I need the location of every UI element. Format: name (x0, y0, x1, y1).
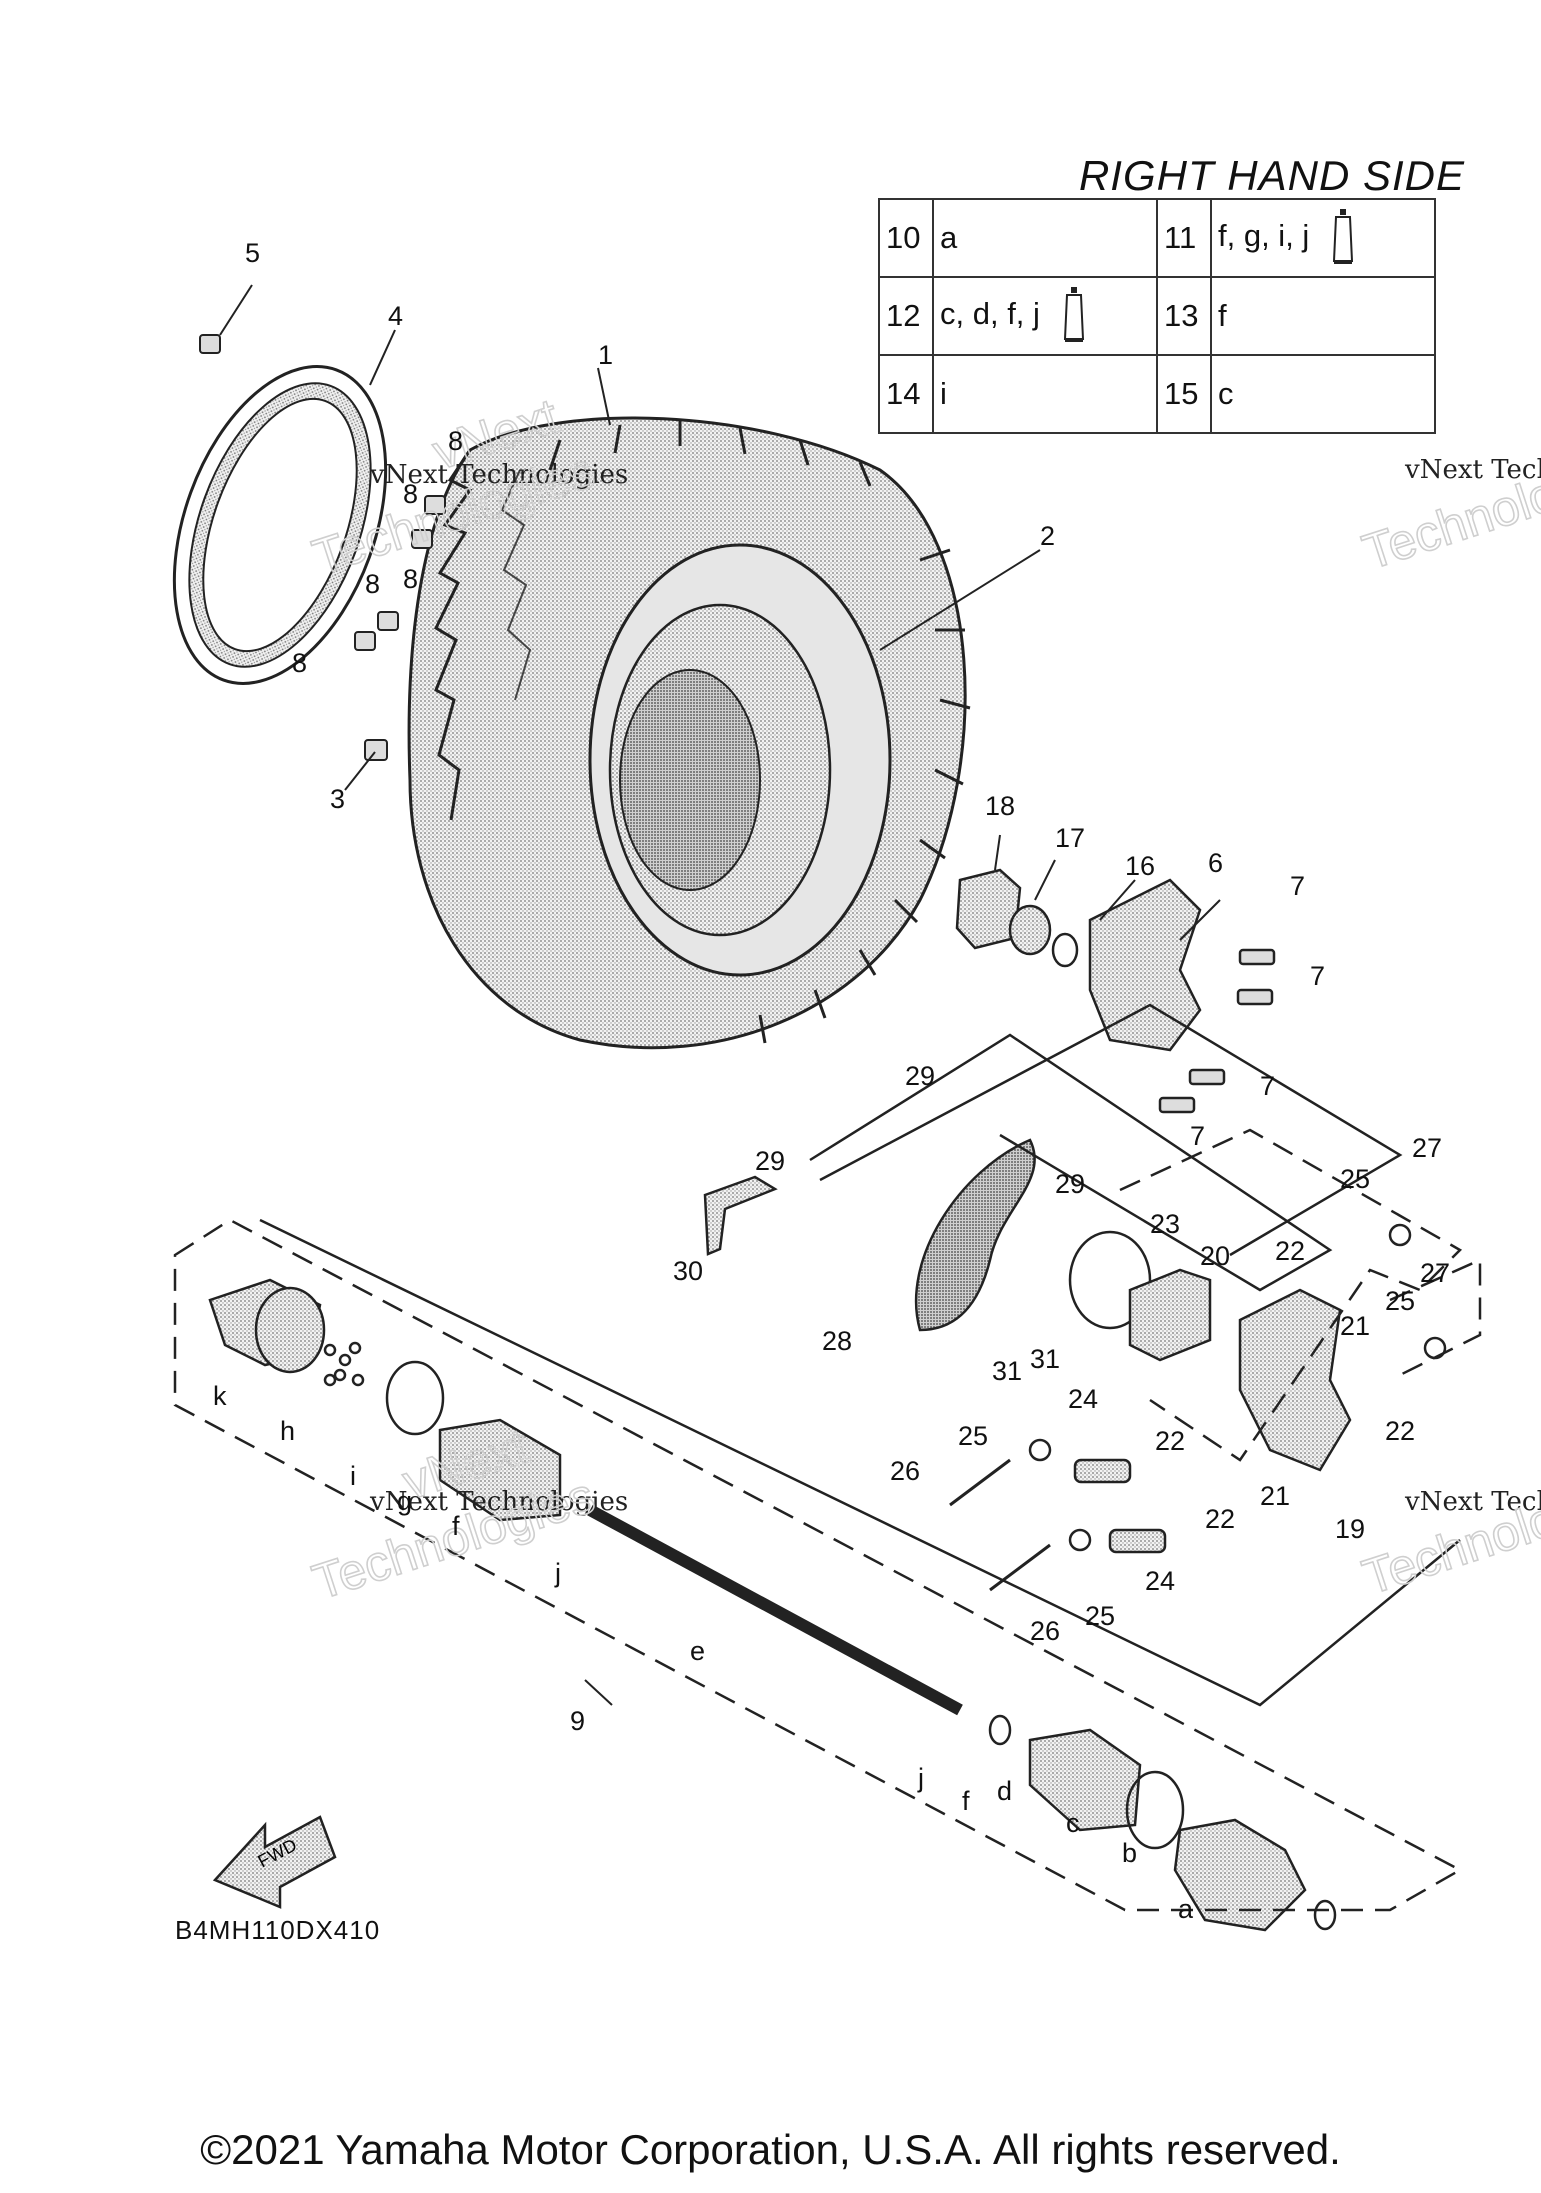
callout: i (350, 1461, 356, 1491)
callout: 27 (1412, 1133, 1442, 1163)
callout: 24 (1068, 1384, 1098, 1414)
callout: 7 (1290, 871, 1305, 901)
callout: 26 (890, 1456, 920, 1486)
callout: 29 (1055, 1169, 1085, 1199)
callout: 1 (598, 340, 613, 370)
callout: h (280, 1416, 295, 1446)
legend-row: 12 c, d, f, j 13 f (878, 276, 1436, 356)
callout: 25 (1085, 1601, 1115, 1631)
callout: b (1122, 1838, 1137, 1868)
callout: 24 (1145, 1566, 1175, 1596)
legend-num: 11 (1156, 198, 1212, 278)
grease-tube-icon (1332, 209, 1353, 264)
svg-text:vNext Technologies: vNext Technologies (369, 1487, 628, 1517)
callout: 2 (1040, 521, 1055, 551)
legend-num: 12 (878, 276, 934, 356)
callout: c (1066, 1808, 1080, 1838)
callout: 20 (1200, 1241, 1230, 1271)
callout: 30 (673, 1256, 703, 1286)
callout: 8 (448, 426, 463, 456)
legend-row: 10 a 11 f, g, i, j (878, 198, 1436, 278)
callout: 6 (1208, 848, 1223, 878)
legend-num: 14 (878, 354, 934, 434)
callout: k (213, 1381, 227, 1411)
callout: 21 (1340, 1311, 1370, 1341)
bolts (199, 334, 446, 761)
callout: 22 (1385, 1416, 1415, 1446)
callout: 5 (245, 238, 260, 268)
long-bolts (949, 1458, 1051, 1592)
callout-labels: 1 2 3 4 5 6 7 7 7 7 8 8 8 8 8 9 16 17 18… (213, 238, 1450, 1924)
legend-val: a (932, 198, 1158, 278)
table-title: RIGHT HAND SIDE (1078, 152, 1465, 199)
tire (407, 416, 971, 1050)
legend-num: 15 (1156, 354, 1212, 434)
grease-tube-icon (1063, 287, 1084, 342)
callout: 17 (1055, 823, 1085, 853)
callout: 31 (1030, 1344, 1060, 1374)
callout: 25 (958, 1421, 988, 1451)
callout: 16 (1125, 851, 1155, 881)
callout: j (917, 1763, 924, 1793)
copyright-notice: ©2021 Yamaha Motor Corporation, U.S.A. A… (200, 2126, 1341, 2173)
legend-val: f (1210, 276, 1436, 356)
callout: 25 (1385, 1286, 1415, 1316)
leader-lines (219, 284, 1221, 1706)
brake-disc (914, 1138, 1036, 1332)
callout: 28 (822, 1326, 852, 1356)
callout: 22 (1275, 1236, 1305, 1266)
callout: 3 (330, 784, 345, 814)
callout: 8 (403, 564, 418, 594)
callout: 29 (905, 1061, 935, 1091)
callout: 31 (992, 1356, 1022, 1386)
legend-table: 10 a 11 f, g, i, j 12 c, d, f, j 13 f 14… (878, 198, 1436, 434)
drive-shaft (208, 1278, 1337, 1932)
legend-row: 14 i 15 c (878, 354, 1436, 434)
callout: 8 (292, 648, 307, 678)
brake-pad (703, 1175, 778, 1256)
callout: j (554, 1558, 561, 1588)
svg-text:vNext Technologies: vNext Technologies (1404, 1487, 1541, 1517)
callout: 21 (1260, 1481, 1290, 1511)
hub-parts (955, 868, 1276, 1114)
diagram-code: B4MH110DX410 (175, 1915, 381, 1945)
assembly-outlines (173, 1003, 1482, 1912)
callout: a (1178, 1894, 1194, 1924)
legend-val: c, d, f, j (932, 276, 1158, 356)
callout: 7 (1190, 1121, 1205, 1151)
callout: f (962, 1786, 970, 1816)
callout: 29 (755, 1146, 785, 1176)
legend-val: f, g, i, j (1210, 198, 1436, 278)
callout: 18 (985, 791, 1015, 821)
legend-num: 10 (878, 198, 934, 278)
fwd-arrow-icon: FWD (212, 1815, 337, 1909)
callout: 7 (1310, 961, 1325, 991)
callout: d (997, 1776, 1012, 1806)
legend-val: i (932, 354, 1158, 434)
callout: 19 (1335, 1514, 1365, 1544)
callout: 25 (1340, 1164, 1370, 1194)
callout: 8 (403, 479, 418, 509)
callout: 22 (1205, 1504, 1235, 1534)
callout: 4 (388, 301, 403, 331)
callout: 26 (1030, 1616, 1060, 1646)
legend-val: c (1210, 354, 1436, 434)
callout: 27 (1420, 1258, 1450, 1288)
callout: g (397, 1486, 412, 1516)
svg-text:Technologies: Technologies (1356, 1462, 1541, 1605)
beadlock-ring (172, 365, 388, 685)
callout: 7 (1260, 1071, 1275, 1101)
legend-num: 13 (1156, 276, 1212, 356)
callout: 8 (365, 569, 380, 599)
callout: 22 (1155, 1426, 1185, 1456)
svg-text:vNext Technologies: vNext Technologies (369, 460, 628, 490)
callout: 23 (1150, 1209, 1180, 1239)
callout: f (452, 1511, 460, 1541)
svg-text:vNext Technologies: vNext Technologies (1404, 455, 1541, 485)
callout: e (690, 1636, 705, 1666)
callout: 9 (570, 1706, 585, 1736)
